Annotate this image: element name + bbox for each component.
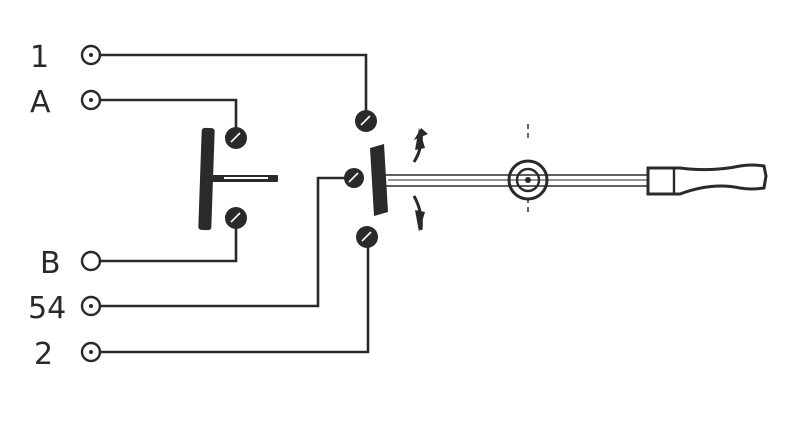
wire-b xyxy=(98,226,238,263)
terminal-54 xyxy=(80,295,102,317)
contact-a xyxy=(225,127,247,149)
left-contact-plate xyxy=(198,127,278,231)
contact-b xyxy=(225,207,247,229)
terminal-a xyxy=(80,89,102,111)
terminal-label-2: 2 xyxy=(34,337,53,372)
terminal-1 xyxy=(80,44,102,66)
terminal-2 xyxy=(80,341,102,363)
contact-2 xyxy=(356,226,378,248)
wire-a xyxy=(98,98,238,130)
contact-1 xyxy=(355,110,377,132)
wire-2 xyxy=(98,244,370,354)
terminal-b xyxy=(80,250,102,272)
terminal-label-1: 1 xyxy=(30,40,49,75)
pivot-icon xyxy=(507,124,549,212)
contact-54 xyxy=(344,168,364,188)
terminal-label-a: A xyxy=(30,85,51,120)
terminal-label-54: 54 xyxy=(28,291,66,326)
up-arrow-icon xyxy=(412,128,428,163)
switch-blade xyxy=(370,144,388,216)
terminal-label-b: B xyxy=(40,246,61,281)
wire-1 xyxy=(98,53,368,114)
down-arrow-icon xyxy=(412,195,425,232)
lever-handle xyxy=(646,163,768,196)
wire-54 xyxy=(98,176,347,308)
